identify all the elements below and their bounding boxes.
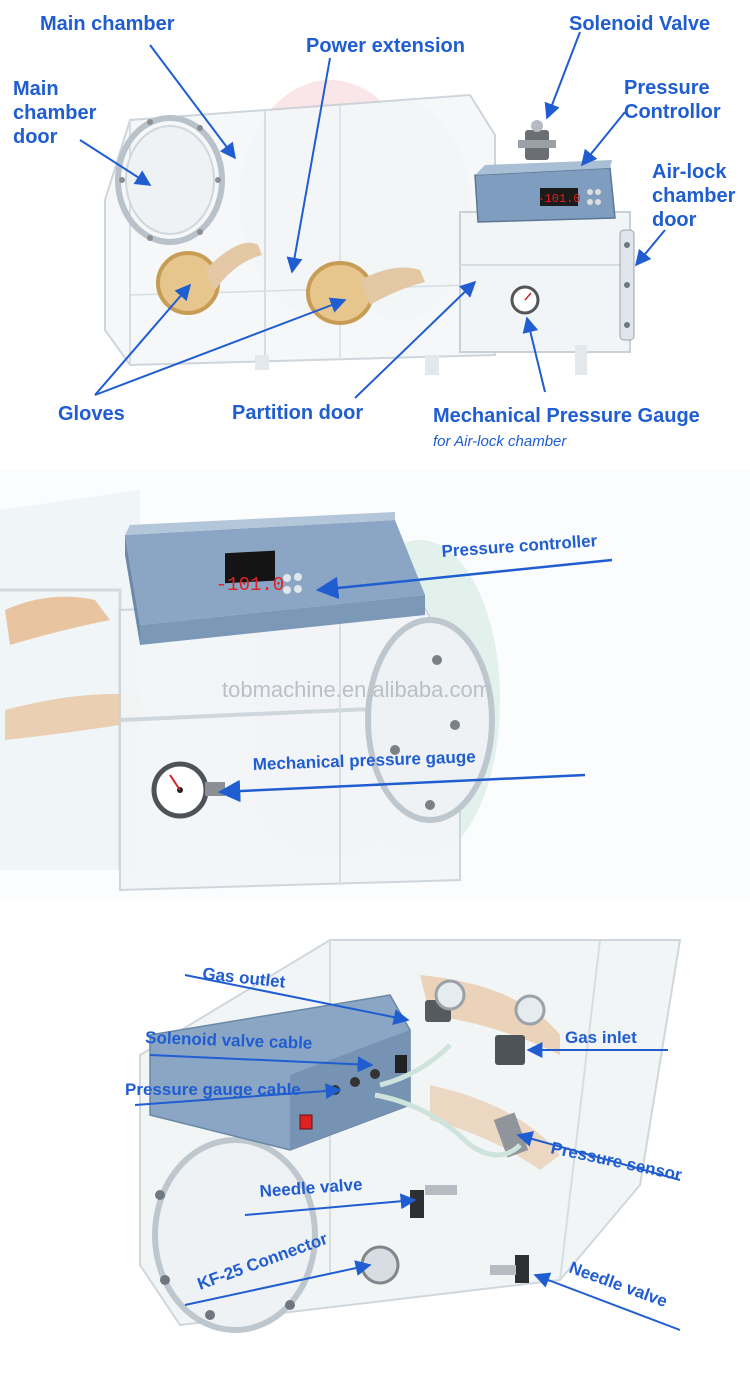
mechanical-pressure-gauge [151, 761, 225, 819]
label-needle-valve-2: Needle valve [567, 1258, 670, 1311]
label-mechanical-pressure-gauge-sub: for Air-lock chamber [433, 433, 567, 450]
main-chamber-door [115, 115, 225, 245]
back-closeup-illustration: Gas outlet Solenoid valve cable Pressure… [125, 939, 684, 1333]
label-main-chamber-door-line3: door [13, 126, 58, 148]
label-gas-inlet: Gas inlet [565, 1028, 637, 1047]
overview-illustration: -101.0 [13, 13, 736, 450]
label-partition-door: Partition door [232, 402, 363, 424]
label-gloves: Gloves [58, 403, 125, 425]
pressure-controller [149, 994, 411, 1151]
gas-outlet-valve [425, 979, 466, 1022]
label-solenoid-valve: Solenoid Valve [569, 13, 710, 35]
gas-inlet-valve [495, 994, 546, 1065]
label-airlock-door-line3: door [652, 209, 697, 231]
panel-overview: -101.0 [0, 0, 750, 455]
label-pressure-controllor-line2: Controllor [624, 101, 721, 123]
label-main-chamber-door-line1: Main [13, 78, 59, 100]
airlock-chamber [119, 598, 495, 892]
panel-back-closeup: Gas outlet Solenoid valve cable Pressure… [0, 935, 750, 1374]
controller-closeup-illustration: -101.0 tobmachine.en.alibaba.com Pressur… [0, 470, 750, 900]
label-main-chamber-door-line2: chamber [13, 102, 97, 124]
label-airlock-door-line2: chamber [652, 185, 736, 207]
panel-controller-closeup: -101.0 tobmachine.en.alibaba.com Pressur… [0, 470, 750, 900]
needle-valve-2 [490, 1255, 529, 1283]
callout-arrows [217, 558, 613, 803]
mechanical-pressure-gauge [510, 285, 540, 315]
airlock-chamber [459, 211, 635, 375]
pressure-controller: -101.0 [474, 160, 616, 223]
label-pressure-controllor-line1: Pressure [624, 77, 710, 99]
tubing [374, 1043, 522, 1158]
label-main-chamber: Main chamber [40, 13, 175, 35]
callout-arrows [134, 974, 681, 1331]
callout-arrows [79, 31, 666, 399]
controller-display: -101.0 [537, 192, 580, 206]
label-pressure-gauge-cable: Pressure gauge cable [125, 1080, 301, 1099]
label-power-extension: Power extension [306, 35, 465, 57]
main-chamber-side [0, 490, 150, 870]
label-airlock-door-line1: Air-lock [652, 161, 727, 183]
pressure-controller: -101.0 [125, 512, 425, 645]
controller-display: -101.0 [216, 574, 284, 596]
solenoid-valve [518, 120, 556, 160]
label-mechanical-pressure-gauge: Mechanical Pressure Gauge [433, 405, 700, 427]
glove-left [156, 242, 262, 315]
watermark: tobmachine.en.alibaba.com [222, 677, 491, 702]
